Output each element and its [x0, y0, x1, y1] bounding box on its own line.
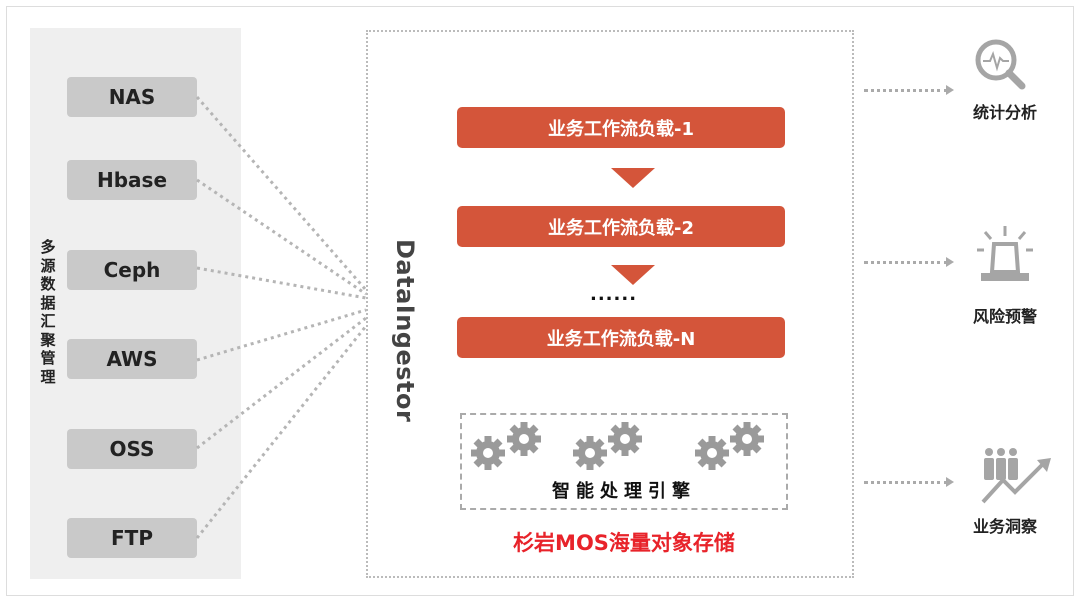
source-hbase: Hbase [67, 160, 197, 200]
source-ftp: FTP [67, 518, 197, 558]
engine-label: 智能处理引擎 [552, 481, 696, 502]
storage-label: 杉岩MOS海量对象存储 [513, 531, 735, 555]
alarm-light-icon [977, 226, 1033, 281]
down-arrow-icon [611, 265, 655, 285]
output-label-insight: 业务洞察 [972, 517, 1037, 536]
output-label-stats: 统计分析 [972, 103, 1037, 122]
people-trend-icon [981, 448, 1051, 504]
down-arrow-icon [611, 168, 655, 188]
connector-ftp [195, 325, 368, 539]
diagram-frame [6, 6, 1074, 596]
arrow-insight [864, 477, 954, 487]
connector-aws [196, 308, 367, 362]
connector-oss [196, 316, 367, 450]
sources-title: 多源数据汇聚管理 [40, 238, 56, 386]
connector-ceph [196, 266, 367, 300]
dataingestor-label: DataIngestor [391, 239, 419, 423]
engine-box [460, 413, 788, 510]
connector-hbase [196, 178, 367, 296]
source-nas: NAS [67, 77, 197, 117]
arrow-stats [864, 85, 954, 95]
workload-2: 业务工作流负载-2 [457, 206, 785, 247]
output-label-risk: 风险预警 [972, 307, 1037, 326]
workload-1: 业务工作流负载-1 [457, 107, 785, 148]
gears-icon [471, 422, 764, 470]
source-ceph: Ceph [67, 250, 197, 290]
workload-n: 业务工作流负载-N [457, 317, 785, 358]
source-oss: OSS [67, 429, 197, 469]
sources-panel [30, 28, 241, 579]
source-aws: AWS [67, 339, 197, 379]
arrow-risk [864, 257, 954, 267]
magnifier-pulse-icon [975, 39, 1026, 90]
mos-storage-box [366, 30, 854, 578]
ellipsis: ...... [590, 284, 638, 305]
connector-nas [195, 96, 368, 291]
